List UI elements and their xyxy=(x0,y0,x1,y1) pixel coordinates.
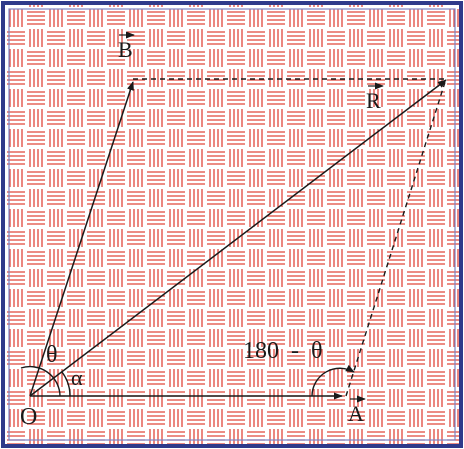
label-origin: O xyxy=(20,404,37,430)
vector-b xyxy=(29,81,134,397)
label-vector-a: A xyxy=(348,401,364,426)
label-theta: θ xyxy=(46,342,58,368)
theta-arc xyxy=(20,365,61,397)
label-alpha: α xyxy=(71,365,83,390)
alpha-arc xyxy=(61,371,71,397)
weave-pattern xyxy=(4,4,460,445)
label-vector-b: B xyxy=(118,37,133,62)
dashed-line-a-to-r xyxy=(345,78,447,397)
label-vector-r: R xyxy=(366,88,381,113)
label-supplement-angle: 180 - θ xyxy=(243,338,323,364)
supplement-arc xyxy=(311,364,355,397)
vector-r xyxy=(29,79,447,397)
frame-inner xyxy=(8,8,456,441)
